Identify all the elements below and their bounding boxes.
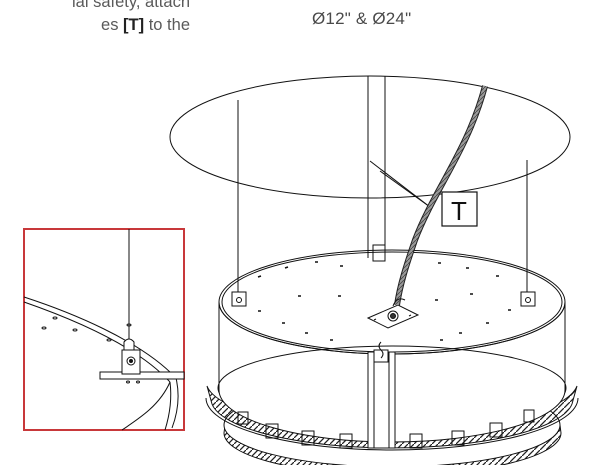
instruction-line-2-prefix: es <box>101 16 124 34</box>
callout-text: T <box>451 196 467 226</box>
flex-hose-texture <box>395 85 487 306</box>
suspension-cables <box>237 100 528 292</box>
instruction-line-2-suffix: to the <box>144 16 190 34</box>
instruction-line-2: es [T] to the <box>0 14 190 37</box>
detail-inset <box>23 228 185 431</box>
cable-bracket-left <box>231 291 247 307</box>
front-bracket <box>373 341 389 363</box>
diameter-label: Ø12" & Ø24" <box>312 9 412 28</box>
support-tube <box>367 76 386 262</box>
hose-fitting <box>392 298 406 307</box>
luminaire-body <box>205 249 579 465</box>
cable-bracket-right <box>520 291 536 307</box>
callout-box: T <box>441 191 478 227</box>
junction-plate <box>366 304 420 329</box>
instruction-text: ial safety, attach es [T] to the <box>0 0 190 37</box>
mounting-holes <box>257 261 511 341</box>
instruction-line-1: ial safety, attach <box>71 0 190 11</box>
callout-leader <box>369 160 431 208</box>
ceiling-ellipse <box>169 75 571 199</box>
tether-reference: [T] <box>123 16 145 34</box>
